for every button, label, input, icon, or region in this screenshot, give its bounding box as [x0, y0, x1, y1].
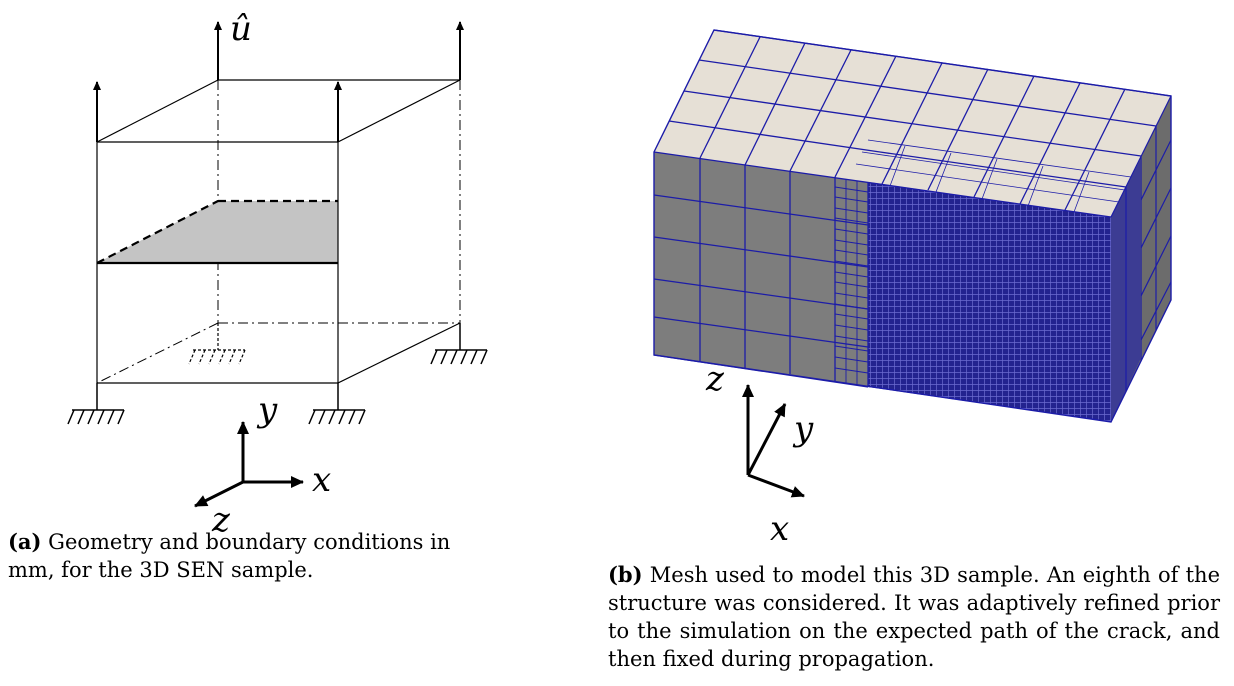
load-arrows — [93, 21, 464, 142]
axis-z-label-a: z — [211, 500, 231, 540]
support-back — [430, 323, 488, 365]
top-fine-mesh — [855, 139, 1132, 213]
caption-a-text: Geometry and boundary conditions in mm, … — [8, 530, 451, 582]
axis-z-label-b: z — [705, 359, 725, 399]
crack-plane — [97, 201, 338, 263]
fine-mesh-region — [868, 182, 1111, 422]
mesh-outline — [653, 29, 1172, 423]
support-left — [67, 383, 125, 425]
axis-x-label-b: x — [770, 509, 789, 549]
caption-b-tag: (b) — [608, 562, 643, 587]
transition-mesh-lines — [834, 179, 869, 385]
panel-b-mesh — [653, 29, 1172, 498]
caption-a-tag: (a) — [8, 529, 42, 554]
box-edges — [96, 79, 461, 384]
axes-a — [194, 421, 304, 508]
axes-b — [742, 384, 805, 498]
support-front — [308, 383, 366, 425]
caption-b: (b) Mesh used to model this 3D sample. A… — [608, 561, 1220, 673]
axis-y-label-a: y — [256, 390, 278, 430]
side-mesh-lines — [1110, 95, 1172, 391]
load-label: û — [230, 9, 252, 49]
axis-x-label-a: x — [312, 460, 331, 500]
panel-a-geometry — [67, 21, 488, 508]
caption-b-text: Mesh used to model this 3D sample. An ei… — [608, 563, 1220, 671]
axis-y-label-b: y — [792, 409, 814, 449]
support-hidden — [188, 323, 246, 365]
caption-a: (a) Geometry and boundary conditions in … — [8, 528, 458, 584]
